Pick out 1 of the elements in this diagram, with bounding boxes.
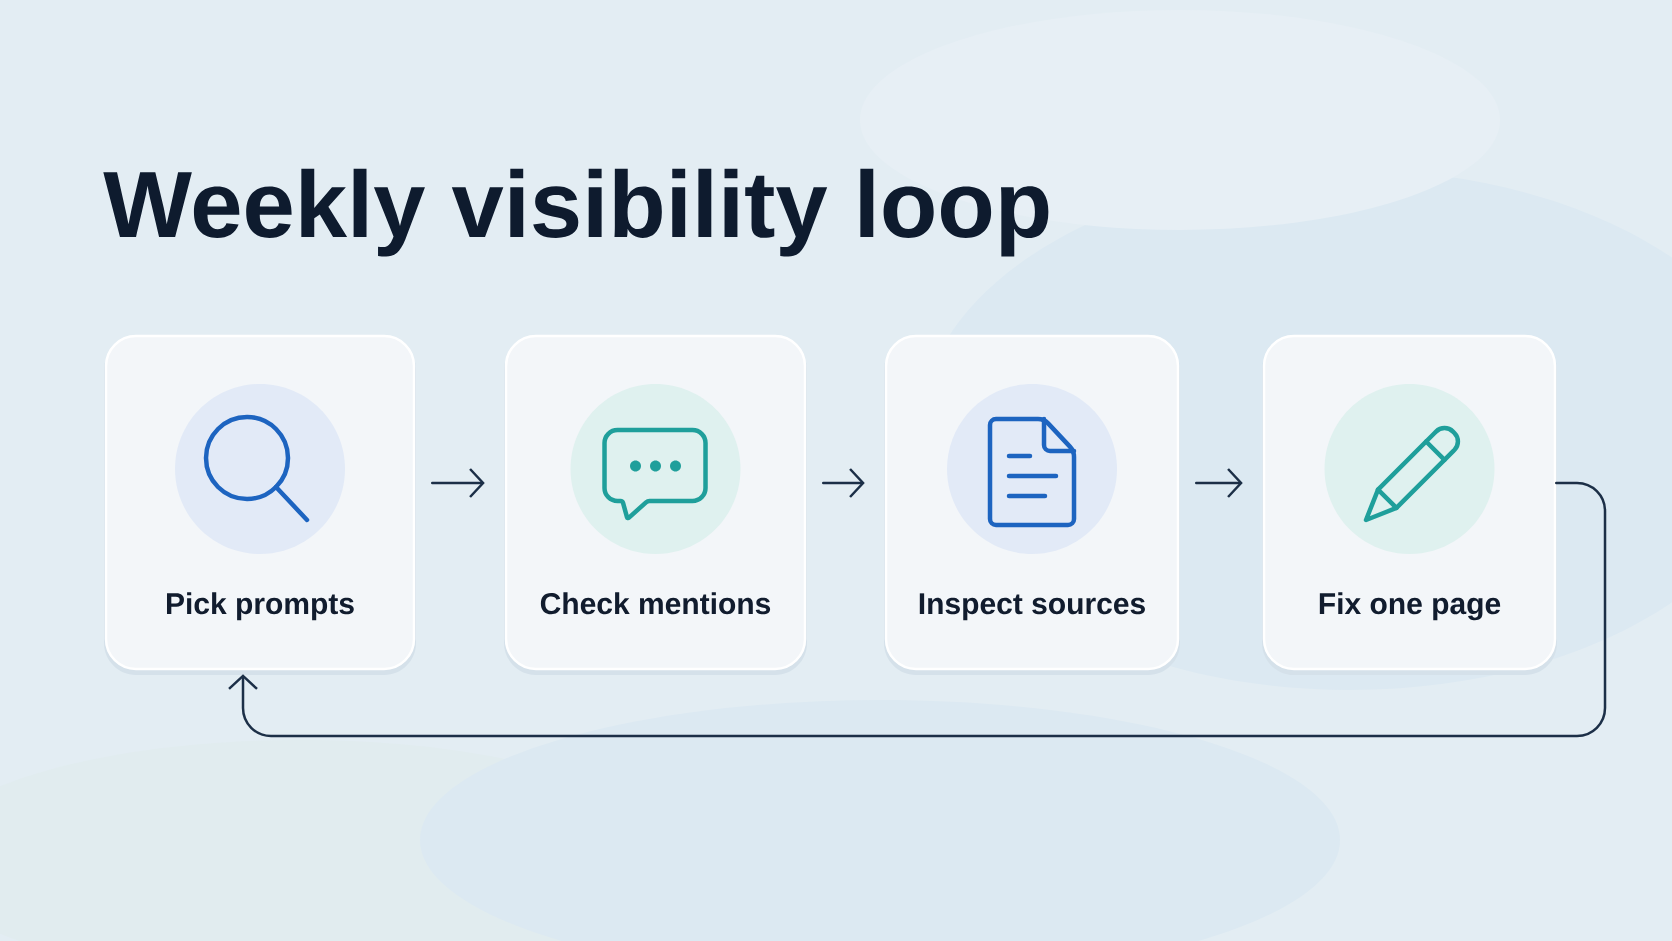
title: Weekly visibility loop [103, 168, 1049, 257]
